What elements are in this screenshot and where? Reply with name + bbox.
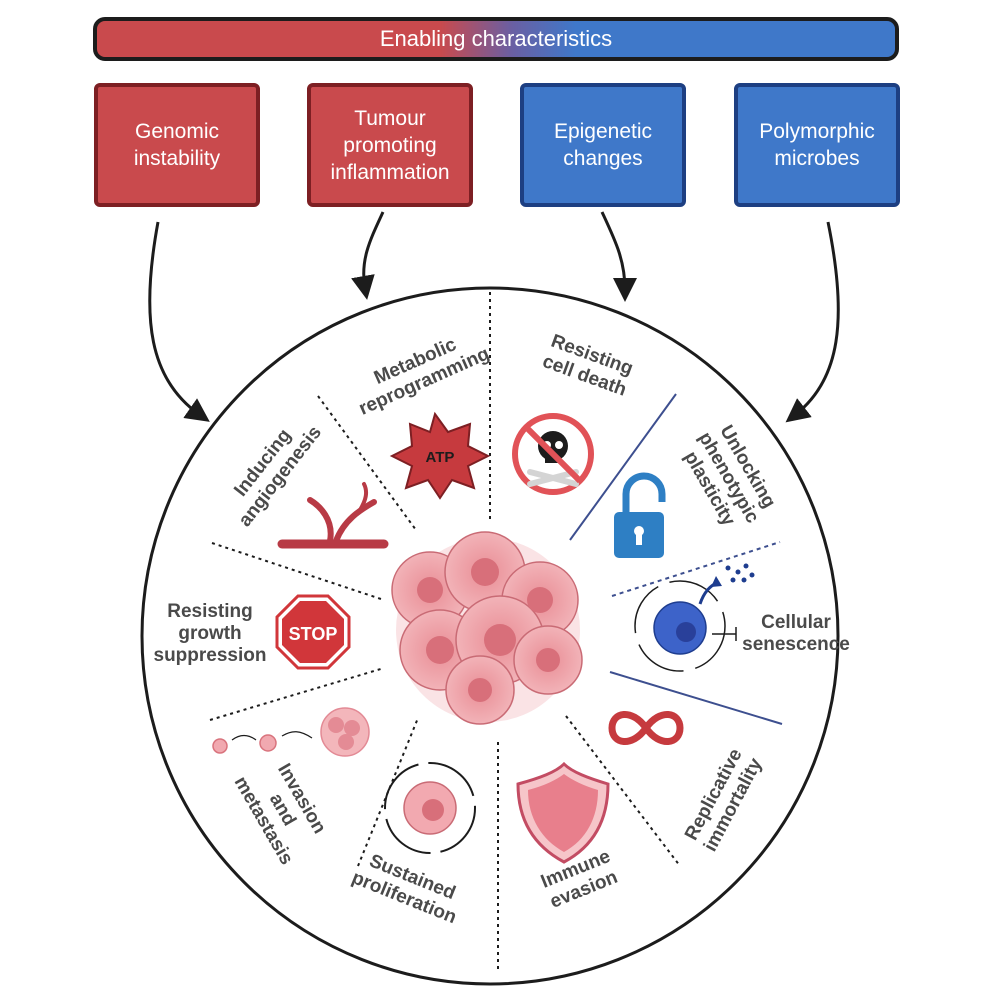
atp-icon: ATP	[389, 411, 491, 500]
infinity-icon	[608, 711, 684, 745]
arrow-microbes	[785, 221, 840, 423]
box-line: Epigenetic	[553, 120, 653, 143]
box-epigenetic-changes: Epigenetic changes	[520, 83, 686, 207]
box-line: instability	[133, 147, 221, 170]
enabling-characteristics-bar: Enabling characteristics	[93, 17, 899, 61]
tumour-cluster-icon	[391, 531, 583, 725]
connector-arrows	[148, 211, 840, 423]
box-line: Polymorphic	[759, 120, 875, 143]
shield-icon	[516, 761, 610, 864]
metastasis-cells-icon	[212, 707, 370, 757]
arrow-genomic	[148, 221, 210, 422]
proliferation-cycle-icon	[384, 762, 476, 854]
unlocked-padlock-icon	[614, 472, 666, 558]
box-line: Genomic	[134, 120, 220, 143]
box-genomic-instability: Genomic instability	[94, 83, 260, 207]
svg-text:ATP: ATP	[426, 449, 455, 466]
senescent-cell-icon	[634, 563, 755, 672]
box-tumour-inflammation: Tumour promoting inflammation	[307, 83, 473, 207]
blood-vessel-icon	[277, 482, 389, 549]
box-line: promoting	[343, 133, 437, 157]
svg-text:STOP: STOP	[289, 624, 338, 644]
blue-dividers	[569, 393, 783, 725]
arrow-epigenetic	[600, 211, 637, 302]
box-line: changes	[563, 147, 643, 170]
skull-crossbones-icon	[512, 413, 594, 495]
box-line: microbes	[774, 147, 860, 170]
bar-title: Enabling characteristics	[379, 26, 613, 51]
stop-sign-icon: STOP	[275, 594, 351, 670]
arrow-inflammation	[351, 211, 385, 300]
box-line: inflammation	[330, 160, 450, 184]
box-polymorphic-microbes: Polymorphic microbes	[734, 83, 900, 207]
box-line: Tumour	[354, 106, 426, 130]
